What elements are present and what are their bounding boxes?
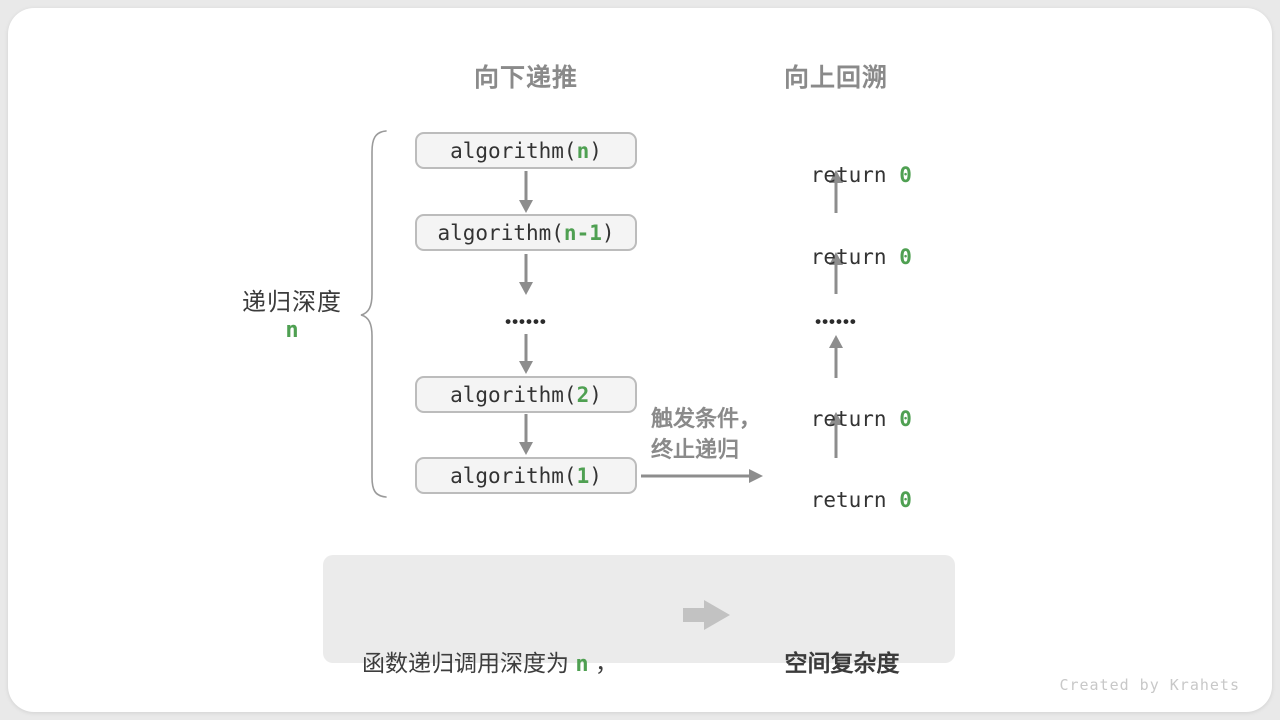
- call-text: ): [589, 382, 602, 407]
- ellipsis-left: ••••••: [505, 312, 547, 331]
- call-text: algorithm(: [450, 138, 577, 163]
- watermark: Created by Krahets: [1059, 676, 1240, 694]
- downward-header: 向下递推: [473, 64, 578, 92]
- call-text: algorithm(: [437, 220, 564, 245]
- call-text: ): [601, 220, 615, 245]
- return-keyword: return: [810, 163, 900, 187]
- call-box-algorithm-2: algorithm(2): [415, 376, 637, 413]
- upward-header: 向上回溯: [783, 64, 888, 92]
- call-text: ): [589, 463, 602, 488]
- return-keyword: return: [810, 245, 900, 269]
- implies-arrow-icon: [683, 600, 730, 630]
- call-box-algorithm-1: algorithm(1): [415, 457, 637, 494]
- return-statement: return 0: [725, 139, 947, 211]
- summary-line1: 函数递归调用深度为 n ，: [361, 650, 619, 677]
- return-keyword: return: [810, 488, 900, 512]
- call-param: n-1: [563, 220, 602, 245]
- summary-result: 空间复杂度 线性阶 O(n): [741, 571, 943, 720]
- depth-value: n: [285, 318, 299, 343]
- call-param: 2: [576, 382, 590, 407]
- return-value: 0: [899, 245, 912, 269]
- call-box-algorithm-n: algorithm(n): [415, 132, 637, 169]
- call-text: algorithm(: [450, 463, 577, 488]
- depth-label: 递归深度: [242, 289, 342, 316]
- summary-result-title: 空间复杂度: [784, 650, 900, 676]
- base-case-note: 触发条件， 终止递归: [651, 403, 781, 465]
- summary-line1-param: n: [575, 652, 589, 677]
- base-case-note-line1: 触发条件，: [651, 406, 762, 431]
- return-value: 0: [899, 407, 912, 431]
- return-value: 0: [899, 488, 912, 512]
- call-param: n: [576, 138, 590, 163]
- ellipsis-right: ••••••: [815, 312, 857, 331]
- call-param: 1: [576, 463, 590, 488]
- return-statement: return 0: [725, 221, 947, 293]
- summary-left-text: 函数递归调用深度为 n ， 共使用 O(n) 的栈帧空间: [335, 571, 645, 720]
- base-case-note-line2: 终止递归: [651, 437, 740, 462]
- return-statement: return 0: [725, 383, 947, 455]
- return-keyword: return: [810, 407, 900, 431]
- call-box-algorithm-n-1: algorithm(n-1): [415, 214, 637, 251]
- call-text: algorithm(: [450, 382, 577, 407]
- call-text: ): [589, 138, 602, 163]
- return-statement: return 0: [725, 464, 947, 536]
- return-value: 0: [899, 163, 912, 187]
- summary-box: 函数递归调用深度为 n ， 共使用 O(n) 的栈帧空间 空间复杂度 线性阶 O…: [323, 555, 955, 677]
